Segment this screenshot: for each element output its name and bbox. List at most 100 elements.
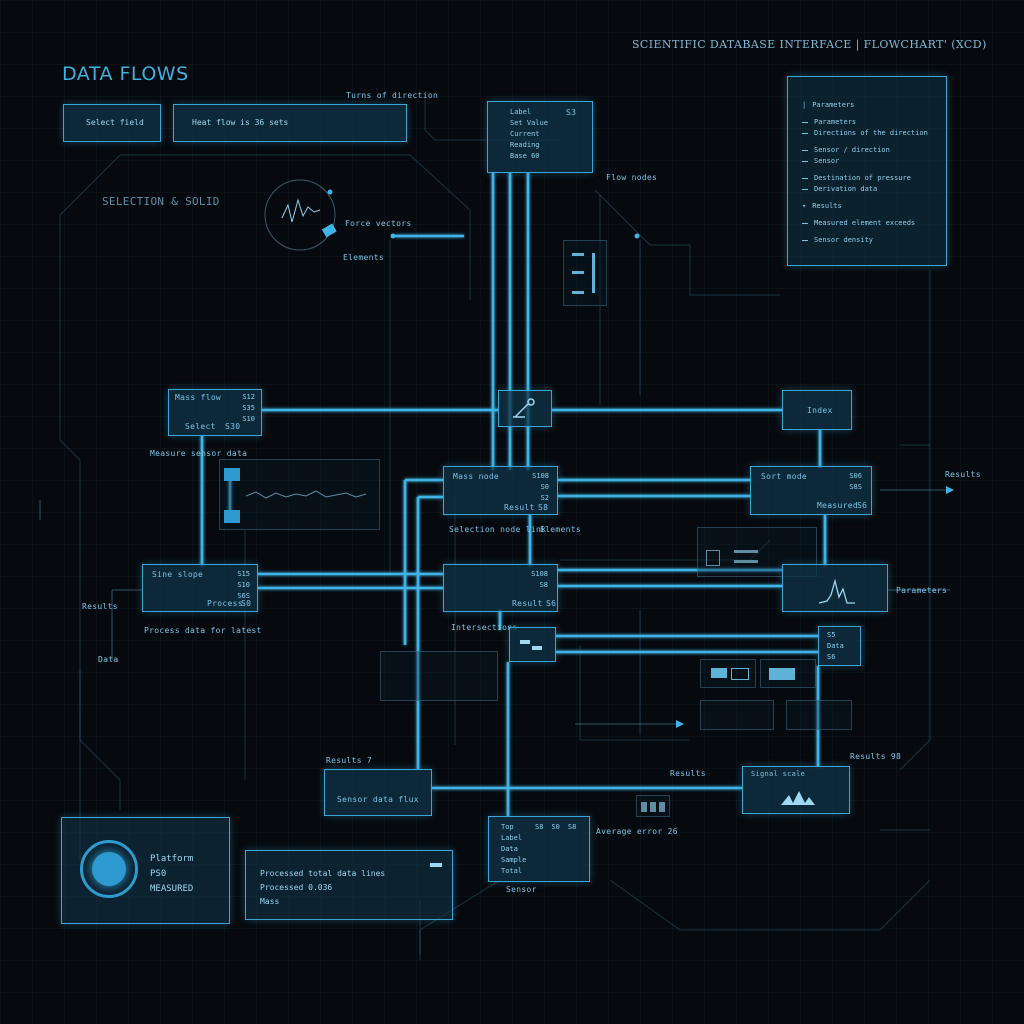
center-frame xyxy=(380,651,498,701)
measure-sensor-caption: Measure sensor data xyxy=(150,449,248,458)
process-data-caption: Process data for latest xyxy=(144,626,262,635)
heat-flow-label: Heat flow is 36 sets xyxy=(192,118,289,127)
node-value: S8S xyxy=(849,483,862,491)
status-panel: Platform PS0 MEASURED xyxy=(61,817,230,924)
parameters-chart-node[interactable] xyxy=(782,564,888,612)
top-flow-node[interactable]: Label Set Value Current Reading Base 60 … xyxy=(487,101,593,173)
tick-icon xyxy=(802,121,808,123)
bottom-node-row: Total xyxy=(501,867,523,875)
legend-item: Sensor xyxy=(802,157,928,165)
mass-node[interactable]: Mass node S108 S0 S2 Result S8 xyxy=(443,466,558,515)
info-line: Mass xyxy=(260,897,280,906)
sensor-data-flux-node[interactable]: Sensor data flux xyxy=(324,769,432,816)
legend-item: Parameters xyxy=(802,118,928,126)
node-value: S6 xyxy=(827,653,836,661)
legend-label: Sensor density xyxy=(814,236,874,244)
legend-item: Sensor / direction xyxy=(802,146,928,154)
node-value: S108 xyxy=(532,472,549,480)
legend-label: Results xyxy=(812,202,842,210)
select-field-button[interactable]: Select field xyxy=(63,104,161,142)
node-footer-value: S30 xyxy=(225,422,241,431)
left-panel-title: SELECTION & SOLID xyxy=(102,195,220,208)
node-label: Sensor data flux xyxy=(337,795,419,804)
selection-link-caption: Selection node link xyxy=(449,525,547,534)
peak-chart-icon xyxy=(818,578,855,604)
node-label: Signal scale xyxy=(751,770,806,778)
info-panel: Processed total data lines Processed 0.0… xyxy=(245,850,453,920)
left-results-label: Results xyxy=(82,602,118,611)
device-widget-d xyxy=(786,700,852,730)
heat-flow-field[interactable]: Heat flow is 36 sets xyxy=(173,104,407,142)
page-title: DATA FLOWS xyxy=(62,63,189,85)
legend-item: | Parameters xyxy=(802,101,928,109)
small-center-node[interactable] xyxy=(509,627,556,662)
device-widget-c xyxy=(700,700,774,730)
node-label: Mass flow xyxy=(175,393,222,402)
intersections-caption: Intersections xyxy=(451,623,518,632)
device-widget-a xyxy=(700,659,756,688)
center-result-node[interactable]: S108 S8 Result S6 xyxy=(443,564,558,612)
node-value: Data xyxy=(827,642,844,650)
legend-item: ▾ Results xyxy=(802,202,928,210)
mini-bar-widget xyxy=(563,240,607,306)
node-footer: Process xyxy=(207,599,243,608)
top-node-row: Label xyxy=(510,108,532,116)
index-node[interactable]: Index xyxy=(782,390,852,430)
tick-icon xyxy=(802,160,808,162)
force-vectors-label: Force vectors xyxy=(345,219,412,228)
node-footer: Measured xyxy=(817,501,858,510)
legend-label: Sensor / direction xyxy=(814,146,890,154)
node-value: S8 xyxy=(539,581,548,589)
legend-label: Destination of pressure xyxy=(814,174,911,182)
arrow-icon: ▾ xyxy=(802,202,807,210)
legend-item: Destination of pressure xyxy=(802,174,928,182)
info-toggle-icon[interactable] xyxy=(430,863,442,867)
sine-slope-node[interactable]: Sine slope S15 S10 S6S Process S0 xyxy=(142,564,258,612)
results-caption: Results xyxy=(670,769,706,778)
right-small-node[interactable]: S5 Data S6 xyxy=(818,626,861,666)
bar-icon: | xyxy=(802,101,807,109)
bottom-node-row: Data xyxy=(501,845,518,853)
page-subtitle: SCIENTIFIC DATABASE INTERFACE | FLOWCHAR… xyxy=(632,38,987,51)
legend-label: Parameters xyxy=(812,101,855,109)
legend-item: Derivation data xyxy=(802,185,928,193)
node-label: Sine slope xyxy=(152,570,204,579)
top-node-row: Set Value xyxy=(510,119,548,127)
bottom-node-row: Top xyxy=(501,823,514,831)
bottom-center-node[interactable]: Top Label Data Sample Total S8 S0 S8 xyxy=(488,816,590,882)
select-field-label: Select field xyxy=(86,118,144,127)
results-7-caption: Results 7 xyxy=(326,756,373,765)
legend-label: Parameters xyxy=(814,118,857,126)
node-value: S8 xyxy=(535,823,544,831)
status-line: MEASURED xyxy=(150,884,194,894)
top-node-row: Reading xyxy=(510,141,540,149)
legend-label: Directions of the direction xyxy=(814,129,928,137)
subsidiary-link-node[interactable] xyxy=(498,390,552,427)
node-label: Sort mode xyxy=(761,472,808,481)
results-98-caption: Results 98 xyxy=(850,752,902,761)
node-value: S35 xyxy=(242,404,255,412)
signal-scale-node[interactable]: Signal scale xyxy=(742,766,850,814)
flow-nodes-caption: Flow nodes xyxy=(606,173,658,182)
tick-icon xyxy=(802,132,808,134)
node-footer: Result xyxy=(504,503,535,512)
mass-flow-node[interactable]: Mass flow S12 S35 S10 Select S30 xyxy=(168,389,262,436)
sort-mode-node[interactable]: Sort mode S06 S8S Measured S6 xyxy=(750,466,872,515)
node-value: S10 xyxy=(237,581,250,589)
tick-icon xyxy=(802,239,808,241)
top-node-row: Current xyxy=(510,130,540,138)
node-footer: Result xyxy=(512,599,543,608)
legend-item: Measured element exceeds xyxy=(802,219,928,227)
tick-icon xyxy=(802,188,808,190)
top-direction-label: Turns of direction xyxy=(346,91,439,100)
info-line: Processed total data lines xyxy=(260,869,386,878)
node-value: S06 xyxy=(849,472,862,480)
node-footer-value: S0 xyxy=(241,599,252,608)
right-results-label: Results xyxy=(945,470,981,479)
status-line: Platform xyxy=(150,854,194,864)
node-footer-value: S8 xyxy=(538,503,549,512)
legend-label: Derivation data xyxy=(814,185,878,193)
elements-caption: Elements xyxy=(540,525,581,534)
